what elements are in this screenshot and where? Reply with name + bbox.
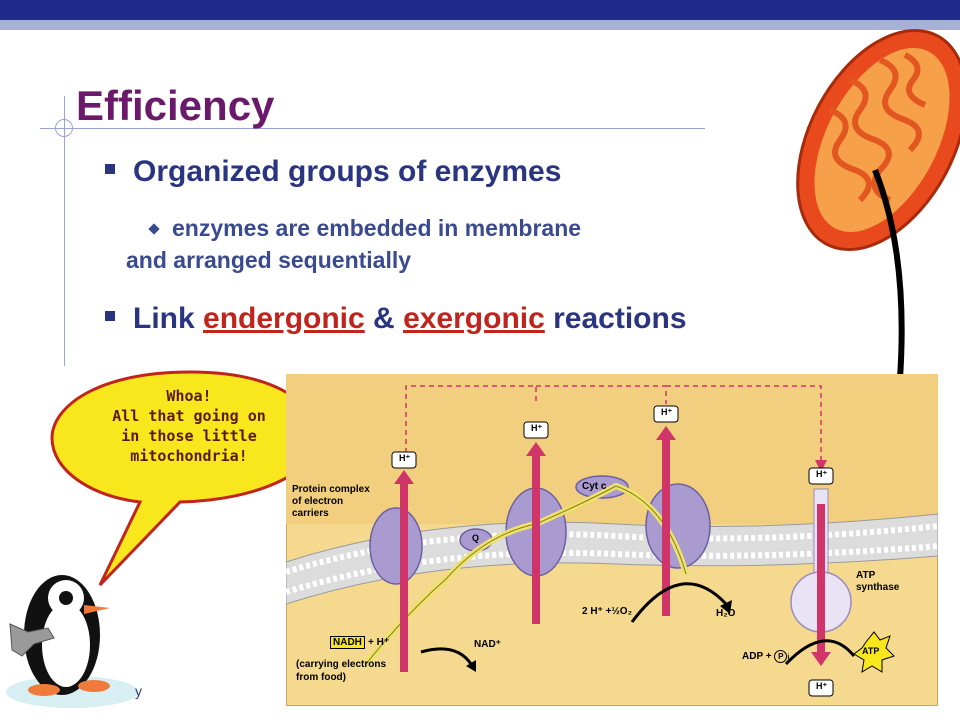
page-fragment: y: [135, 683, 142, 699]
sub-bullet-line2: and arranged sequentially: [126, 247, 412, 273]
nadh-box: NADH: [330, 636, 365, 649]
speech-bubble-text: Whoa! All that going on in those little …: [82, 386, 296, 466]
adp-text: ADP +: [742, 651, 772, 662]
bubble-line: All that going on: [112, 407, 266, 425]
pi-subscript: i: [787, 654, 790, 661]
atp-label: ATP: [862, 646, 880, 656]
bubble-line: mitochondria!: [130, 447, 248, 465]
exergonic-link: exergonic: [403, 302, 545, 335]
bullet-organized-enzymes: Organized groups of enzymes: [105, 155, 561, 189]
proton-label: H⁺: [531, 423, 543, 433]
guide-line-horizontal: [40, 128, 705, 129]
label-line: (carrying electrons: [296, 659, 387, 670]
bullet-text-part: &: [364, 302, 404, 335]
proton-label: H⁺: [661, 407, 673, 417]
atp-synthase-label: ATP synthase: [856, 570, 899, 594]
nad-label: NAD⁺: [474, 639, 501, 650]
label-line: Protein complex: [292, 484, 370, 495]
q-label: Q: [472, 533, 480, 543]
proton-label: H⁺: [816, 469, 828, 479]
slide-title: Efficiency: [76, 82, 275, 129]
proton-label: H⁺: [816, 681, 828, 691]
label-line: carriers: [292, 508, 329, 519]
top-band-light: [0, 20, 960, 30]
sub-bullet-line1: enzymes are embedded in membrane: [172, 215, 582, 241]
bubble-line: in those little: [121, 427, 257, 445]
bullet-text: Organized groups of enzymes: [133, 155, 562, 188]
label-line: ATP: [856, 570, 876, 581]
mitochondrion-icon: [796, 28, 960, 252]
proton-label: H⁺: [399, 453, 411, 463]
phosphate-circle: P: [774, 650, 788, 663]
label-line: from food): [296, 672, 346, 683]
crosshair-circle: [55, 119, 73, 137]
label-line: of electron: [292, 496, 344, 507]
electron-transport-diagram: H⁺ H⁺ H⁺ H⁺ H⁺ Protein complex of electr…: [286, 374, 938, 706]
protein-complex-label: Protein complex of electron carriers: [292, 484, 370, 520]
bullet-square-icon: [105, 164, 115, 175]
cytochrome-c: [575, 475, 629, 499]
label-line: synthase: [856, 582, 900, 593]
protein-complex-1: [369, 507, 423, 585]
atp-star-icon: [853, 631, 895, 673]
bullet-link-reactions: Link endergonic & exergonic reactions: [105, 302, 687, 336]
water-label: H₂O: [716, 608, 736, 619]
carrying-electrons-label: (carrying electrons from food): [296, 658, 386, 684]
bullet-square-icon: [105, 311, 115, 322]
sub-bullet: enzymes are embedded in membrane and arr…: [126, 212, 582, 276]
diagram-svg: [286, 374, 938, 706]
penguin-icon: [6, 575, 138, 708]
oxygen-label: 2 H⁺ +½O₂: [582, 606, 633, 617]
guide-line-vertical: [64, 96, 65, 366]
cyt-c-label: Cyt c: [582, 481, 607, 492]
bullet-text-part: reactions: [544, 302, 687, 335]
top-band: [0, 0, 960, 20]
bubble-line: Whoa!: [166, 387, 212, 405]
endergonic-link: endergonic: [203, 302, 365, 335]
bullet-text-part: Link: [133, 302, 204, 335]
nadh-plus-label: + H⁺: [368, 637, 390, 648]
